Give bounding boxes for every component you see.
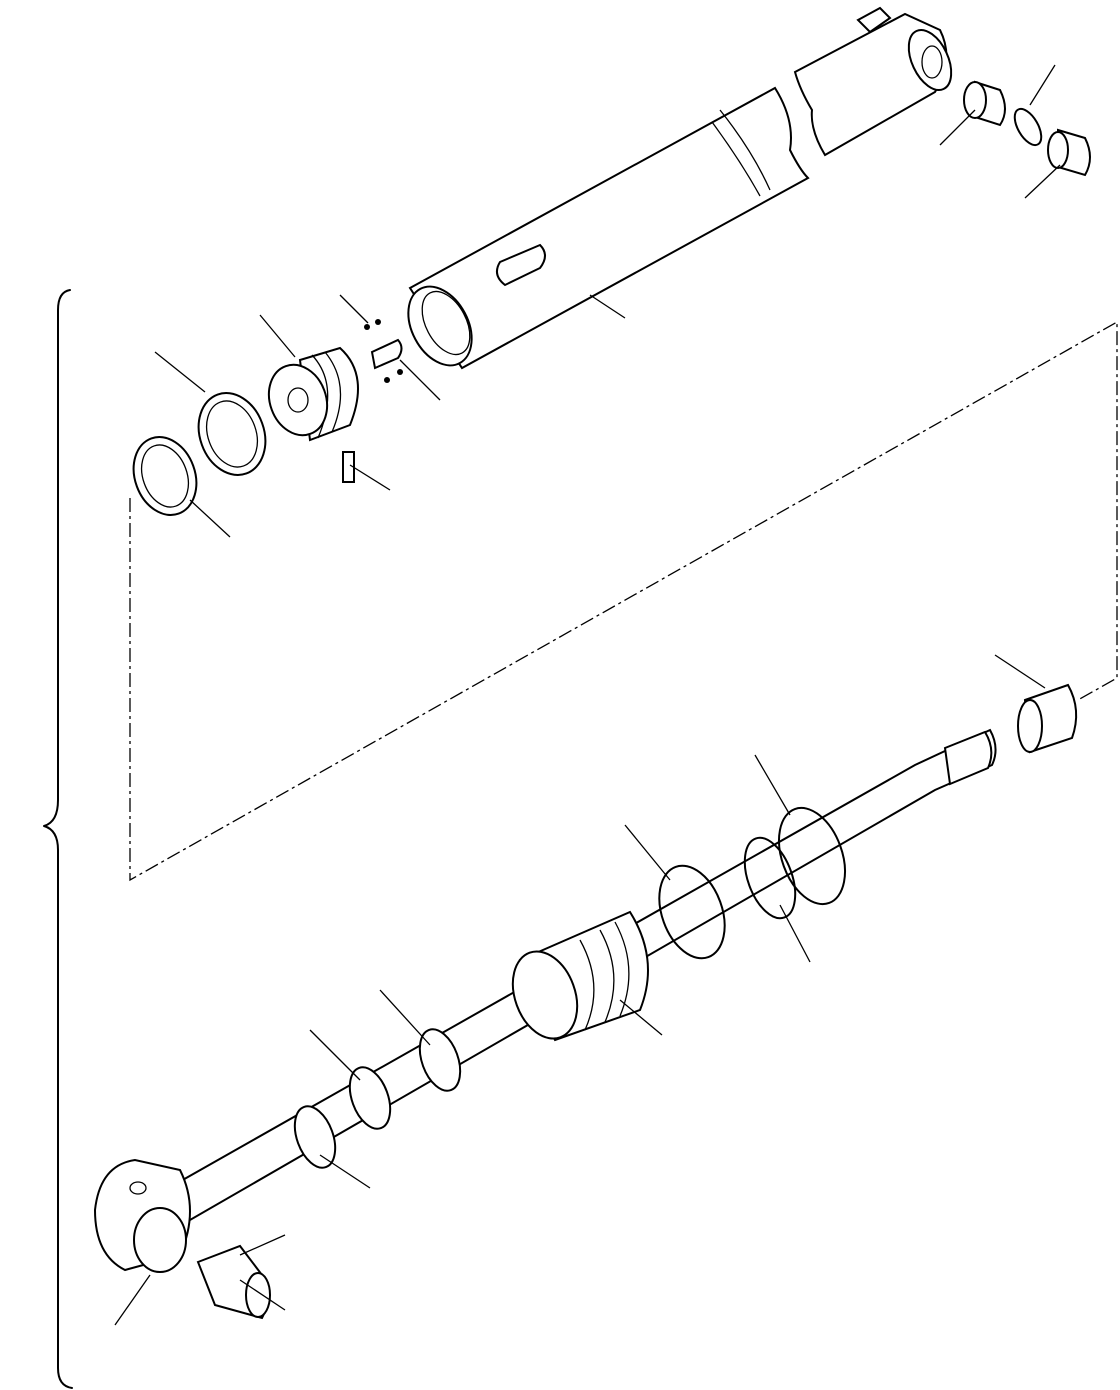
piston-wear-ring bbox=[197, 392, 267, 476]
upper-snap-ring bbox=[1013, 107, 1043, 147]
assembly-dash-line bbox=[129, 320, 1118, 882]
piston-seal bbox=[132, 436, 198, 516]
steel-balls bbox=[364, 319, 403, 383]
cylinder-head-end bbox=[793, 6, 953, 157]
cylinder-tube bbox=[407, 86, 810, 370]
leader-lines bbox=[114, 64, 1061, 1326]
grease-nipple bbox=[856, 6, 892, 34]
piston bbox=[267, 346, 359, 442]
rod-end-bushing bbox=[1017, 683, 1078, 754]
piston-pin bbox=[370, 338, 403, 370]
rod-rings bbox=[293, 806, 846, 1169]
rod-piston-assembly bbox=[511, 910, 649, 1042]
upper-bushing bbox=[963, 80, 1006, 127]
eye-bushing bbox=[196, 1244, 271, 1320]
port-fitting bbox=[495, 243, 546, 287]
upper-dust-seal bbox=[1047, 128, 1091, 177]
grouping-brace bbox=[43, 289, 73, 1389]
